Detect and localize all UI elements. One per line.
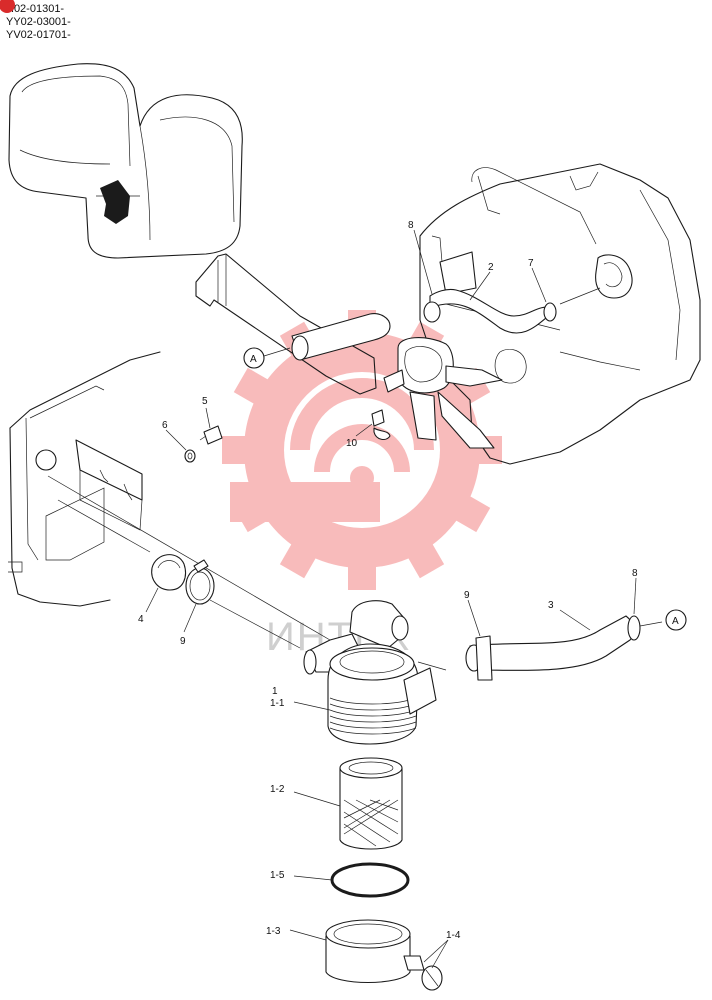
watermark-gear-tooth bbox=[279, 534, 322, 579]
seat-drawing bbox=[8, 63, 243, 259]
frame-drawing bbox=[8, 351, 331, 649]
callout-10: 10 bbox=[346, 438, 358, 449]
callout-9-right: 9 bbox=[464, 590, 470, 601]
watermark-gear-tooth bbox=[348, 556, 376, 590]
serial-code-2: YY02-03001- bbox=[6, 16, 71, 28]
callout-4: 4 bbox=[138, 614, 144, 625]
watermark-gear-tooth bbox=[402, 534, 445, 579]
leader-lines bbox=[145, 229, 637, 969]
clip-10 bbox=[371, 409, 391, 441]
evacuator-valve-1-4 bbox=[421, 965, 443, 991]
serial-code-list: H02-01301- YY02-03001- YV02-01701- bbox=[0, 0, 71, 42]
air-cleaner-1 bbox=[303, 600, 447, 745]
seal-4 bbox=[151, 554, 187, 591]
callout-3: 3 bbox=[548, 600, 554, 611]
filter-element-1-2 bbox=[339, 757, 403, 850]
callout-1: 1 bbox=[272, 686, 278, 697]
corner-marker bbox=[0, 0, 15, 13]
watermark-gear-tooth bbox=[222, 436, 256, 464]
watermark-gear-tooth bbox=[233, 490, 278, 533]
serial-code-3: YV02-01701- bbox=[6, 29, 71, 41]
lower-hose-3 bbox=[465, 615, 663, 681]
upper-hose-2 bbox=[423, 287, 601, 334]
serial-code-1: H02-01301- bbox=[6, 3, 65, 15]
washer-6 bbox=[184, 449, 196, 463]
callout-8-top: 8 bbox=[408, 220, 414, 231]
bolt-5 bbox=[199, 425, 223, 445]
callout-8-right: 8 bbox=[632, 568, 638, 579]
bracket-drawing bbox=[195, 253, 391, 395]
fan-drawing bbox=[383, 337, 503, 449]
callout-9-left: 9 bbox=[180, 636, 186, 647]
reference-a-left bbox=[243, 347, 291, 369]
callout-2: 2 bbox=[488, 262, 494, 273]
watermark-gear-tooth bbox=[446, 490, 491, 533]
watermark-logo bbox=[222, 310, 502, 590]
callout-5: 5 bbox=[202, 396, 208, 407]
callout-a-left: A bbox=[250, 354, 257, 365]
engine-drawing bbox=[419, 163, 701, 465]
o-ring-1-5 bbox=[330, 862, 410, 898]
callout-1-5: 1-5 bbox=[270, 870, 285, 881]
callout-1-1: 1-1 bbox=[270, 698, 285, 709]
callout-a-right: A bbox=[672, 616, 679, 627]
callout-6: 6 bbox=[162, 420, 168, 431]
callout-7: 7 bbox=[528, 258, 534, 269]
callout-1-3: 1-3 bbox=[266, 926, 281, 937]
dust-cup-1-3 bbox=[325, 919, 425, 983]
callout-1-4: 1-4 bbox=[446, 930, 461, 941]
watermark-gear-tooth bbox=[233, 367, 278, 410]
reference-a-right bbox=[665, 609, 687, 631]
clamp-9-left bbox=[185, 559, 215, 605]
callout-1-2: 1-2 bbox=[270, 784, 285, 795]
